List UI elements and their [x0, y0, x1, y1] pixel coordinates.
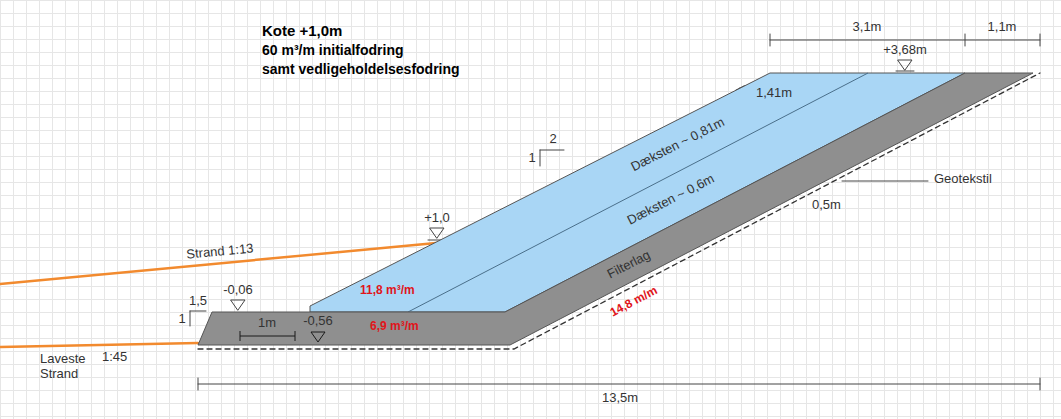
slope-ratio: 1,5 [189, 294, 207, 309]
note-text: Kote +1,0m [262, 22, 342, 39]
level-label: -0,06 [223, 283, 253, 298]
slope-ratio: 1 [178, 312, 185, 327]
dimension-label: 0,5m [812, 198, 841, 213]
dimension-label: 1m [258, 316, 276, 331]
geotextile-line [198, 73, 1040, 349]
volume-label: 6,9 m³/m [370, 320, 419, 334]
length-dimension [198, 378, 1040, 390]
level-marker [231, 300, 245, 310]
filter-layer-fill [198, 73, 1033, 345]
level-marker [896, 60, 914, 71]
slope-symbol [540, 150, 564, 166]
note-text: samt vedligeholdelsesfodring [262, 61, 460, 77]
slope-ratio: 1:45 [102, 350, 127, 365]
lowest-beach-line [0, 343, 198, 347]
slope-ratio: 1 [528, 151, 535, 166]
beach-label: Laveste Strand [40, 352, 98, 382]
level-label: +3,68m [883, 43, 927, 58]
dimension-label: 1,1m [988, 20, 1017, 35]
level-label: +1,0 [424, 211, 450, 226]
material-label: Geotekstil [934, 172, 992, 187]
width-bracket [240, 331, 295, 341]
beach-label: Strand 1:13 [186, 241, 254, 262]
volume-label: 11,8 m³/m [360, 284, 415, 298]
dimension-label: 3,1m [853, 20, 882, 35]
leader-line [842, 181, 928, 182]
length-label: 14,8 m/m [608, 284, 660, 320]
slope-symbol [190, 311, 206, 326]
level-marker [311, 332, 325, 342]
dimension-label: 13,5m [602, 391, 638, 406]
note-text: 60 m³/m initialfodring [262, 42, 404, 58]
level-label: -0,56 [303, 314, 333, 329]
dimension-label: 1,41m [756, 86, 792, 101]
slope-ratio: 2 [549, 132, 556, 147]
